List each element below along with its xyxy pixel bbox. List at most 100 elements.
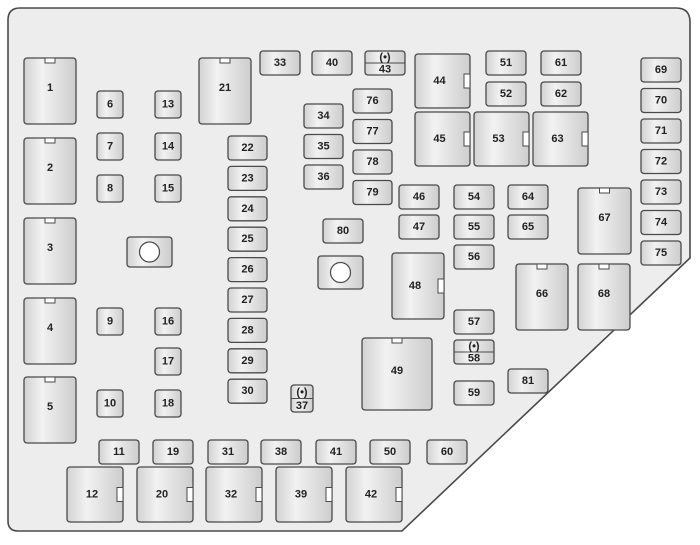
fuse-label: 60 — [441, 446, 453, 458]
relay-notch — [598, 263, 610, 270]
fuse-label: 68 — [598, 288, 610, 300]
fuse-body — [640, 87, 682, 114]
fuse-label: 28 — [241, 324, 253, 336]
fuse-body — [398, 184, 440, 210]
relay-notch — [44, 376, 56, 383]
fuse-label: 8 — [107, 183, 113, 195]
relay-notch — [44, 217, 56, 224]
fuse-label: 52 — [500, 88, 512, 100]
fuse-body — [640, 240, 682, 266]
relay-44: 44 — [414, 53, 471, 109]
fuse-body — [485, 81, 527, 107]
fuse-label: 73 — [655, 186, 667, 198]
fuse-label: 13 — [162, 99, 174, 111]
fuse-body — [96, 174, 124, 203]
fuse-8: 8 — [96, 174, 124, 203]
fuse-40: 40 — [311, 50, 353, 76]
fuse-54: 54 — [453, 184, 495, 210]
fuse-65: 65 — [507, 214, 549, 240]
fuse-35: 35 — [303, 133, 344, 160]
fuse-body — [640, 148, 682, 175]
fuse-label: 39 — [295, 489, 307, 501]
fuse-body — [640, 179, 682, 205]
fuse-17: 17 — [154, 347, 182, 376]
fuse-7: 7 — [96, 132, 124, 161]
fuse-label: 79 — [366, 187, 378, 199]
fuse-label: 53 — [492, 133, 504, 145]
fuse-18: 18 — [154, 389, 182, 418]
fuse-label: 59 — [468, 387, 480, 399]
fuse-label: 10 — [104, 398, 116, 410]
relay-notch — [44, 297, 56, 304]
relay-2: 2 — [23, 137, 77, 205]
fuse-label: 78 — [366, 156, 378, 168]
fuse-46: 46 — [398, 184, 440, 210]
fuse-label: 6 — [107, 99, 113, 111]
fuse-70: 70 — [640, 87, 682, 114]
fuse-59: 59 — [453, 380, 495, 406]
relay-66: 66 — [515, 263, 569, 331]
fuse-body — [227, 287, 268, 313]
relay-67: 67 — [577, 187, 632, 255]
fuse-81: 81 — [507, 368, 549, 394]
fuse-label: 69 — [655, 64, 667, 76]
fuse-body — [352, 149, 393, 175]
fuse-38: 38 — [260, 439, 302, 465]
relay-68: 68 — [577, 263, 631, 331]
fuse-label: 66 — [536, 288, 548, 300]
fuse-36: 36 — [303, 164, 344, 190]
fuse-58: (•)58 — [453, 339, 495, 365]
fuse-41: 41 — [315, 439, 357, 465]
fuse-body — [154, 347, 182, 376]
fuse-label: 12 — [86, 489, 98, 501]
fuse-label: 45 — [433, 133, 445, 145]
fuse-body — [540, 81, 582, 107]
fuse-label: 16 — [162, 316, 174, 328]
fuse-body — [303, 164, 344, 190]
fuse-label: 5 — [47, 401, 53, 413]
fuse-body — [311, 50, 353, 76]
stud-hole-icon — [329, 261, 352, 284]
fuse-37: (•) 37 — [290, 384, 314, 413]
fuse-69: 69 — [640, 57, 682, 83]
relay-45: 45 — [414, 111, 471, 167]
relay-notch — [463, 131, 471, 147]
fuse-label: 23 — [241, 172, 253, 184]
fuse-label: 48 — [409, 280, 421, 292]
fuse-label: 9 — [107, 316, 113, 328]
fuse-9: 9 — [96, 307, 124, 336]
fuse-label: 17 — [162, 356, 174, 368]
fuse-body — [154, 132, 182, 161]
split-symbol: (•) — [296, 386, 308, 398]
fuse-label: 18 — [162, 398, 174, 410]
fuse-56: 56 — [453, 244, 495, 270]
relay-notch — [219, 57, 231, 64]
fuse-body — [315, 439, 357, 465]
fuse-body — [207, 439, 249, 465]
fuse-label: 15 — [162, 183, 174, 195]
fuse-body — [227, 196, 268, 222]
fuse-label: 80 — [337, 225, 349, 237]
fuse-label: 21 — [219, 82, 231, 94]
fuse-body — [453, 184, 495, 210]
fuse-label: 71 — [655, 125, 667, 137]
fuse-body — [507, 214, 549, 240]
fuse-label: 43 — [379, 64, 391, 76]
fuse-label: 37 — [296, 400, 308, 412]
relay-notch — [599, 187, 610, 194]
fuse-label: 62 — [555, 88, 567, 100]
fuse-15: 15 — [154, 174, 182, 203]
fuse-label: 35 — [317, 141, 329, 153]
fuse-body — [352, 118, 393, 145]
fuse-label: 50 — [384, 446, 396, 458]
fuse-79: 79 — [352, 179, 393, 206]
relay-notch — [395, 487, 403, 502]
relay-5: 5 — [23, 376, 77, 444]
fuse-label: 33 — [274, 57, 286, 69]
fuse-76: 76 — [352, 88, 393, 114]
fuse-label: 11 — [113, 446, 125, 458]
fuse-label: 20 — [156, 489, 168, 501]
relay-notch — [581, 131, 589, 147]
fuse-31: 31 — [207, 439, 249, 465]
